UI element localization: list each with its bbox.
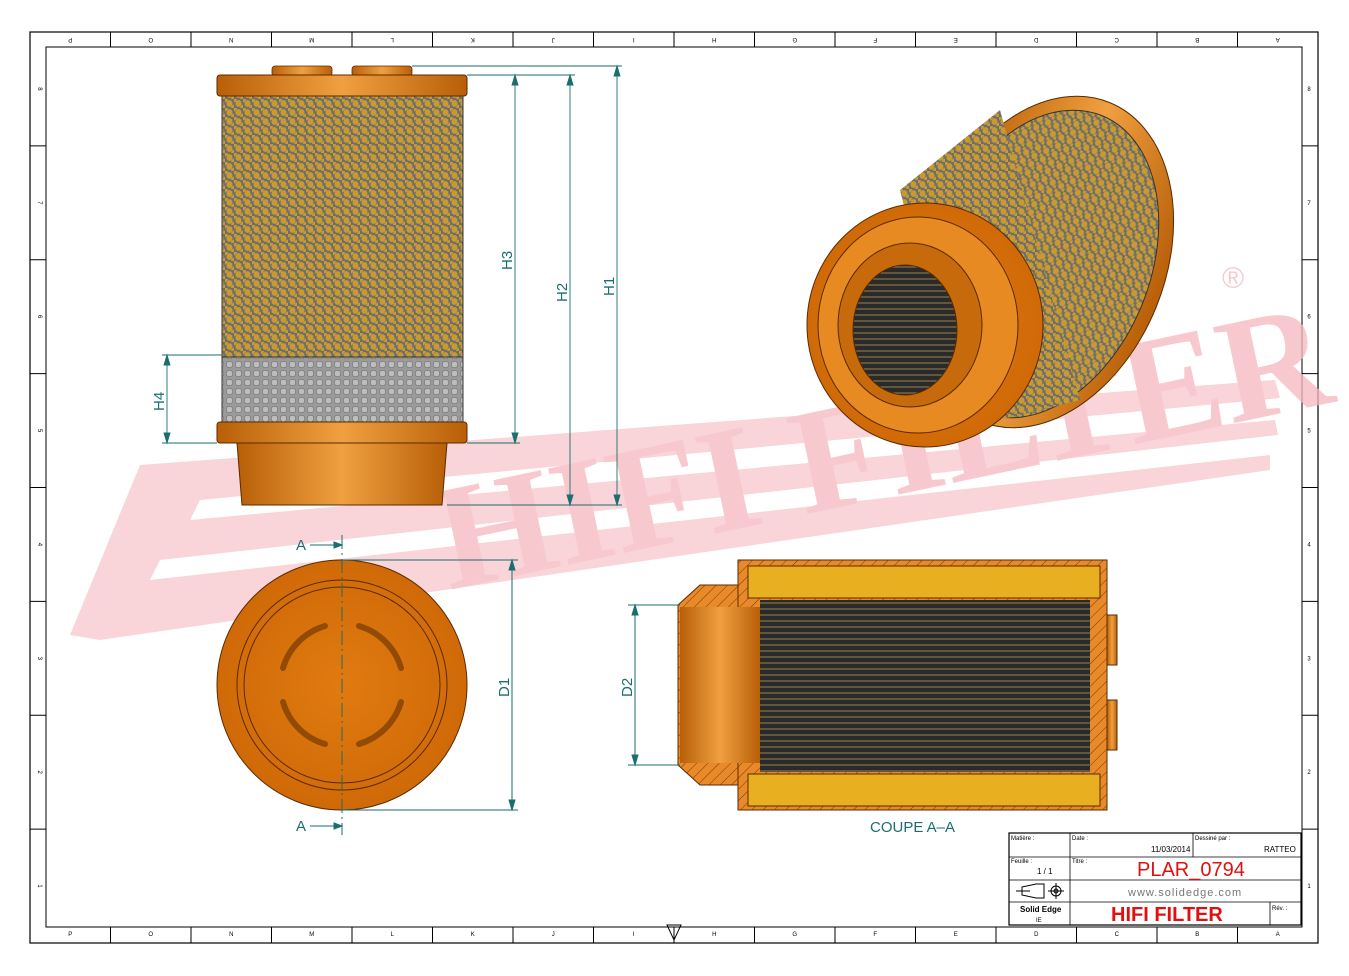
front-view	[216, 65, 468, 506]
border-column-label-bottom: I	[633, 932, 635, 938]
border-column-label-bottom: D	[1034, 932, 1039, 938]
dim-d1-label: D1	[496, 678, 513, 697]
date-value: 11/03/2014	[1151, 845, 1191, 854]
material-label: Matière :	[1011, 836, 1035, 842]
border-column-label-top: A	[1276, 36, 1280, 42]
border-column-label-bottom: B	[1195, 932, 1199, 938]
border-column-label-bottom: P	[68, 932, 72, 938]
border-column-label-bottom: J	[552, 932, 555, 938]
border-column-label-top: B	[1195, 36, 1199, 42]
border-column-label-top: J	[552, 36, 555, 42]
software-sub: IE	[1036, 918, 1042, 924]
border-column-label-bottom: H	[712, 932, 716, 938]
dim-h4-label: H4	[151, 392, 168, 411]
drawn-by-label: Dessiné par :	[1195, 836, 1231, 842]
border-column-label-bottom: E	[954, 932, 958, 938]
border-column-label-top: K	[471, 36, 475, 42]
software-name: Solid Edge	[1020, 905, 1062, 914]
border-column-label-bottom: L	[391, 932, 395, 938]
border-row-label-right: 4	[1307, 542, 1311, 548]
border-column-label-top: N	[229, 36, 233, 42]
border-row-label-right: 5	[1307, 429, 1311, 435]
border-column-label-top: I	[633, 36, 635, 42]
section-view	[677, 559, 1118, 811]
border-column-label-bottom: O	[148, 932, 153, 938]
section-label: COUPE A–A	[870, 819, 955, 836]
border-column-label-top: O	[148, 36, 153, 42]
border-row-label-left: 2	[36, 771, 42, 775]
title-block: Matière : Date : 11/03/2014 Dessiné par …	[1008, 832, 1302, 926]
border-column-label-top: E	[954, 36, 958, 42]
border-row-label-right: 2	[1307, 770, 1311, 776]
dim-d2-label: D2	[619, 678, 636, 697]
border-column-label-top: C	[1114, 36, 1119, 42]
border-column-label-top: H	[712, 36, 716, 42]
projection-symbol-icon	[1016, 883, 1064, 899]
border-row-label-left: 7	[36, 201, 42, 205]
sheet-value: 1 / 1	[1037, 867, 1053, 876]
border-column-label-bottom: K	[471, 932, 475, 938]
border-column-label-top: P	[68, 36, 72, 42]
dim-h3-label: H3	[499, 251, 516, 270]
border-ticks: P P O O N N M M L L K K J J I I H H G G F F E E D D C C B B A A 8 8 7 7 6 6 5 5…	[30, 32, 1318, 943]
border-row-label-right: 6	[1307, 315, 1311, 321]
section-dimensions	[628, 603, 680, 767]
border-row-label-right: 1	[1307, 884, 1311, 890]
border-row-label-right: 3	[1307, 656, 1311, 662]
border-row-label-left: 3	[36, 657, 42, 661]
revision-label: Rév. :	[1272, 906, 1288, 912]
border-column-label-bottom: A	[1276, 932, 1280, 938]
title-label: Titre :	[1072, 859, 1087, 865]
border-column-label-bottom: F	[873, 932, 877, 938]
border-row-label-right: 7	[1307, 201, 1311, 207]
border-column-label-top: G	[792, 36, 797, 42]
border-column-label-bottom: M	[309, 932, 314, 938]
bottom-dimensions	[310, 541, 518, 830]
border-column-label-top: F	[873, 36, 877, 42]
bottom-view	[216, 535, 468, 835]
section-mark-bottom: A	[296, 818, 306, 835]
date-label: Date :	[1072, 836, 1088, 842]
border-row-label-left: 4	[36, 543, 42, 547]
website: www.solidedge.com	[1127, 887, 1242, 899]
border-row-label-right: 8	[1307, 87, 1311, 93]
border-column-label-bottom: N	[229, 932, 233, 938]
isometric-view	[806, 95, 1175, 448]
sheet-label: Feuille :	[1011, 859, 1032, 865]
border-column-label-bottom: G	[792, 932, 797, 938]
border-row-label-left: 8	[36, 87, 42, 91]
company-name: HIFI FILTER	[1111, 904, 1223, 926]
center-marker-icon	[666, 924, 682, 942]
drawn-by-value: RATTEO	[1264, 845, 1296, 854]
drawing-title: PLAR_0794	[1137, 859, 1245, 881]
section-mark-top: A	[296, 537, 306, 554]
watermark-registered: ®	[1222, 262, 1244, 295]
dim-h1-label: H1	[601, 277, 618, 296]
border-column-label-top: L	[390, 36, 394, 42]
border-row-label-left: 6	[36, 315, 42, 319]
dim-h2-label: H2	[554, 283, 571, 302]
border-column-label-top: D	[1033, 36, 1038, 42]
border-row-label-left: 5	[36, 429, 42, 433]
border-row-label-left: 1	[36, 884, 42, 888]
front-dimensions	[162, 64, 622, 507]
border-column-label-top: M	[309, 36, 314, 42]
border-column-label-bottom: C	[1115, 932, 1120, 938]
